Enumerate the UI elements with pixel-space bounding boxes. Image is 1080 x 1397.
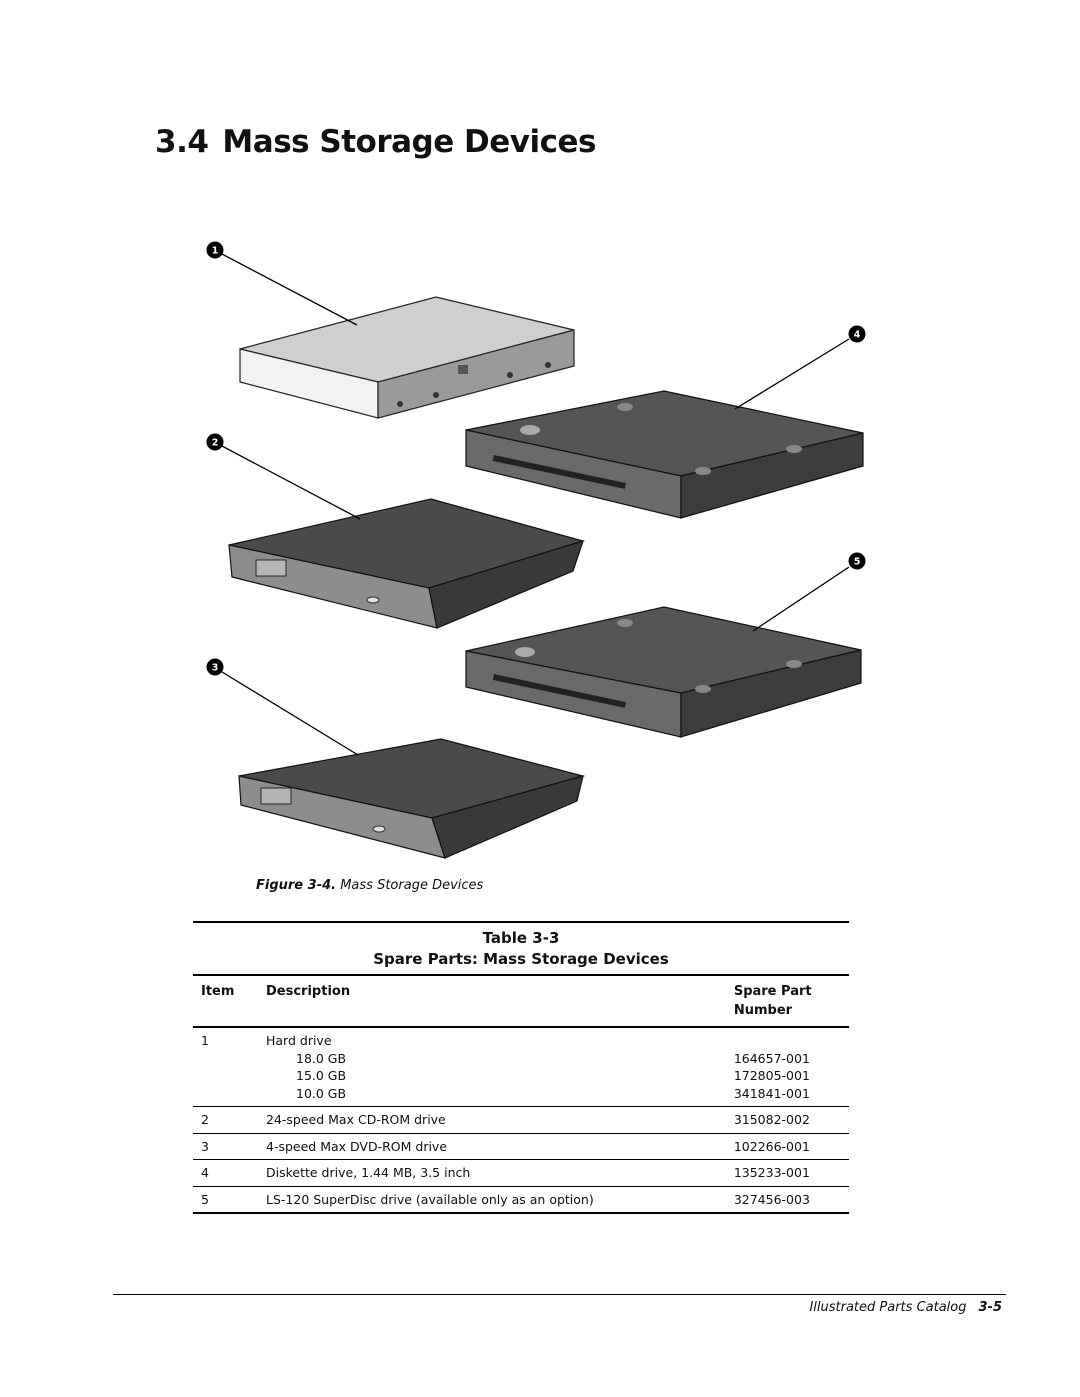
table-row: 4 Diskette drive, 1.44 MB, 3.5 inch 1352… <box>193 1160 849 1186</box>
spare-parts-table: Item Description Spare Part Number 1 Har… <box>193 976 849 1214</box>
row-item: 3 <box>201 1138 209 1154</box>
callout-4-label: 4 <box>854 330 861 341</box>
dvdrom-drive-illustration <box>238 738 586 859</box>
row-part-number: 135233-001 <box>733 1165 810 1180</box>
table-number: Table 3-3 <box>482 929 560 947</box>
mass-storage-figure: 1 2 3 4 5 <box>206 241 866 859</box>
spare-parts-table-block: Table 3-3 Spare Parts: Mass Storage Devi… <box>193 921 849 1214</box>
callout-3: 3 <box>206 658 224 676</box>
header-spare-part-number: Spare Part Number <box>733 984 812 1018</box>
header-description: Description <box>266 984 351 999</box>
figure-caption: Figure 3-4. Mass Storage Devices <box>256 878 483 893</box>
table-title-rule <box>193 974 849 976</box>
table-header-row: Item Description Spare Part Number <box>193 976 849 1027</box>
page-footer: Illustrated Parts Catalog 3-5 <box>809 1300 1002 1315</box>
table-row: 2 24-speed Max CD-ROM drive 315082-002 <box>193 1107 849 1133</box>
row-part-number: 102266-001 <box>733 1138 810 1154</box>
callout-2-label: 2 <box>212 438 219 449</box>
callout-1: 1 <box>206 241 224 259</box>
row-description: 24-speed Max CD-ROM drive <box>266 1112 446 1127</box>
row-part-number: 327456-003 <box>733 1191 810 1207</box>
footer-title: Illustrated Parts Catalog <box>809 1300 967 1315</box>
row-description: 4-speed Max DVD-ROM drive <box>266 1138 448 1154</box>
page-number: 3-5 <box>978 1300 1003 1315</box>
ls120-drive-illustration <box>465 606 862 738</box>
sub-part-number: 172805-001 <box>733 1068 810 1083</box>
row-part-number <box>734 1032 849 1050</box>
row-description: Hard drive <box>266 1033 332 1048</box>
footer-rule <box>113 1294 1006 1295</box>
sub-part-number: 164657-001 <box>733 1050 810 1066</box>
figure-label: Figure 3-4. <box>256 878 337 893</box>
row-item: 1 <box>201 1033 209 1048</box>
section-number: 3.4 <box>155 124 209 160</box>
table-top-rule <box>193 921 849 923</box>
table-caption: Spare Parts: Mass Storage Devices <box>373 950 669 968</box>
callout-5-label: 5 <box>854 557 861 568</box>
figure-caption-text: Mass Storage Devices <box>340 878 484 893</box>
callout-leaders <box>221 253 850 756</box>
section-title-text: Mass Storage Devices <box>222 124 596 160</box>
row-description: LS-120 SuperDisc drive (available only a… <box>266 1191 594 1207</box>
section-title: 3.4 Mass Storage Devices <box>155 124 596 160</box>
table-row: 1 Hard drive 18.0 GB 15.0 GB 10.0 GB 164… <box>193 1027 849 1107</box>
cdrom-drive-illustration <box>228 498 586 629</box>
diskette-drive-illustration <box>465 390 864 519</box>
callout-3-label: 3 <box>212 663 219 674</box>
header-item: Item <box>201 984 235 999</box>
row-item: 2 <box>201 1112 209 1127</box>
hard-drive-illustration <box>239 296 575 419</box>
table-row: 3 4-speed Max DVD-ROM drive 102266-001 <box>193 1133 849 1160</box>
sub-description: 10.0 GB <box>296 1085 347 1101</box>
callout-5: 5 <box>848 552 866 570</box>
sub-description: 15.0 GB <box>296 1068 347 1083</box>
row-part-number: 315082-002 <box>733 1112 810 1127</box>
row-description: Diskette drive, 1.44 MB, 3.5 inch <box>266 1165 471 1180</box>
sub-part-number: 341841-001 <box>733 1085 810 1101</box>
row-item: 5 <box>201 1191 209 1207</box>
sub-description: 18.0 GB <box>296 1050 347 1066</box>
table-title: Table 3-3 Spare Parts: Mass Storage Devi… <box>193 923 849 974</box>
callout-4: 4 <box>848 325 866 343</box>
row-item: 4 <box>201 1165 209 1180</box>
table-row: 5 LS-120 SuperDisc drive (available only… <box>193 1186 849 1213</box>
callout-2: 2 <box>206 433 224 451</box>
callout-1-label: 1 <box>212 246 219 257</box>
